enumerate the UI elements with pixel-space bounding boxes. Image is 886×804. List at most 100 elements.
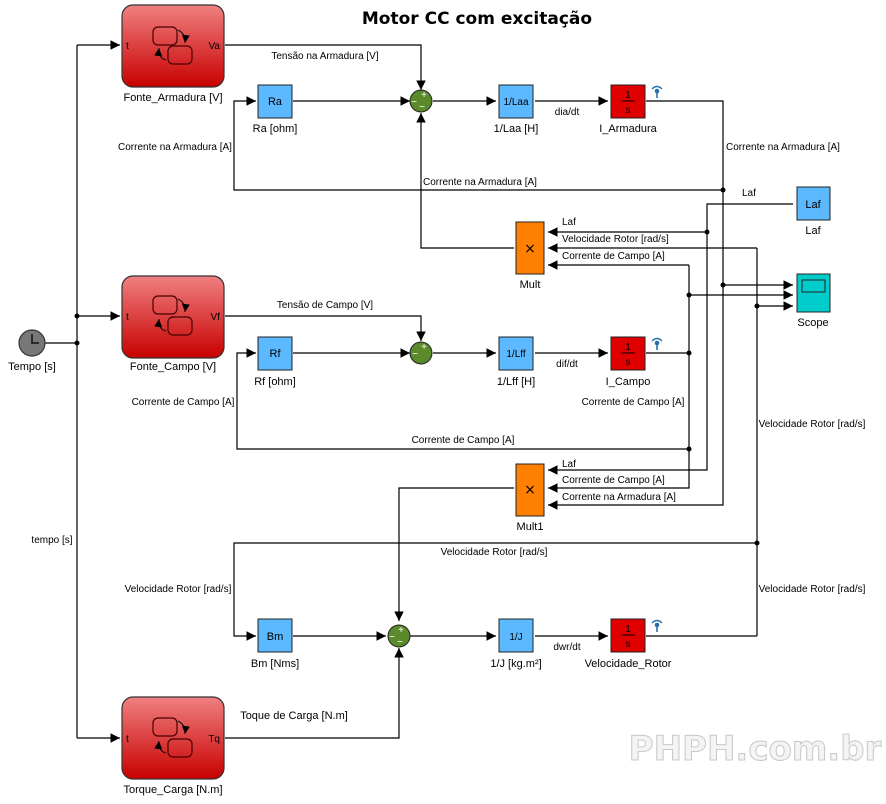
wire-ia-main[interactable] (548, 100, 724, 510)
block-name: Fonte_Armadura [V] (123, 92, 222, 104)
port-label: t (126, 312, 129, 323)
signal-label: Corrente na Armadura [A] (726, 142, 840, 153)
stateflow-icon (152, 717, 193, 758)
signal-logging-icon (651, 85, 663, 98)
multiply-icon: × (524, 482, 536, 498)
mult1-block[interactable]: × Mult1 (515, 463, 545, 533)
plus-sign: + (398, 625, 404, 636)
sum-armadura[interactable]: + − − (409, 89, 433, 113)
wire-mult1-to-sum[interactable] (394, 487, 514, 621)
wire-mult-to-sum[interactable] (416, 113, 514, 249)
signal-label: Corrente de Campo [A] (562, 475, 665, 486)
junction-dot (74, 313, 80, 319)
i-campo-integrator[interactable]: 1 s I_Campo (606, 336, 663, 388)
port-label: t (126, 734, 129, 745)
laf-constant-block[interactable]: Laf Laf (796, 186, 831, 237)
signal-labels: Tensão na Armadura [V] Corrente na Armad… (31, 51, 865, 722)
port-label: t (126, 41, 129, 52)
signal-label: Corrente de Campo [A] (562, 251, 665, 262)
sum-mecanica[interactable]: + − − (387, 624, 411, 648)
signal-label: Tensão de Campo [V] (277, 300, 373, 311)
i-armadura-integrator[interactable]: 1 s I_Armadura (599, 84, 663, 135)
plus-sign: + (421, 90, 427, 101)
scope-block[interactable]: Scope (796, 273, 831, 329)
block-text: 1/Lff (506, 349, 525, 360)
clock-block[interactable]: Tempo [s] (8, 329, 56, 373)
integrator-den: s (626, 105, 631, 116)
plus-sign: + (421, 342, 427, 353)
wire-wr-to-bm[interactable] (233, 542, 757, 641)
block-text: Laf (805, 199, 821, 211)
block-name: I_Campo (606, 376, 651, 388)
block-name: Fonte_Campo [V] (130, 361, 216, 373)
scope-screen-icon (801, 279, 826, 293)
wire-vf[interactable] (225, 315, 426, 341)
signal-label: Velocidade Rotor [rad/s] (562, 234, 669, 245)
wire-tq[interactable] (225, 648, 404, 739)
junction-dot (754, 303, 760, 309)
junction-dot (720, 282, 726, 288)
junctions (74, 187, 760, 546)
port-label: Tq (208, 734, 220, 745)
minus-sign: − (397, 637, 403, 648)
block-text: Ra (268, 96, 283, 108)
block-name: Torque_Carga [N.m] (123, 784, 222, 796)
sum-campo[interactable]: + − (409, 341, 433, 365)
block-name: Velocidade_Rotor (585, 658, 672, 670)
j-gain-block[interactable]: 1/J 1/J [kg.m²] (490, 618, 542, 670)
signal-label: Corrente de Campo [A] (132, 397, 235, 408)
wire-va[interactable] (225, 44, 426, 90)
ra-gain-block[interactable]: Ra Ra [ohm] (253, 84, 298, 135)
signal-logging-icon (651, 337, 663, 350)
block-text: Bm (267, 631, 284, 643)
wire-if-to-rf[interactable] (236, 348, 689, 450)
fonte-armadura-block[interactable]: t Va Fonte_Armadura [V] (121, 4, 225, 104)
signal-label: Toque de Carga [N.m] (240, 710, 348, 722)
signal-label: Corrente de Campo [A] (412, 435, 515, 446)
block-name: Rf [ohm] (254, 376, 296, 388)
junction-dot (720, 187, 726, 193)
torque-carga-block[interactable]: t Tq Torque_Carga [N.m] (121, 696, 225, 796)
signal-label: Velocidade Rotor [rad/s] (441, 547, 548, 558)
wire-ia-to-ra[interactable] (233, 96, 723, 191)
wire-if-main[interactable] (548, 265, 690, 493)
block-text: Rf (270, 348, 282, 360)
lff-gain-block[interactable]: 1/Lff 1/Lff [H] (497, 336, 535, 388)
integrator-num: 1 (625, 90, 631, 101)
signal-label: Velocidade Rotor [rad/s] (759, 419, 866, 430)
bm-gain-block[interactable]: Bm Bm [Nms] (251, 618, 299, 670)
clock-label: Tempo [s] (8, 361, 56, 373)
integrator-num: 1 (625, 342, 631, 353)
signal-label: dwr/dt (553, 642, 580, 653)
block-name: 1/Lff [H] (497, 376, 535, 388)
minus-sign: − (419, 102, 425, 113)
junction-dot (686, 350, 692, 356)
block-name: I_Armadura (599, 123, 657, 135)
minus-sign: − (411, 97, 417, 108)
block-name: 1/Laa [H] (494, 123, 539, 135)
wire-laf-main[interactable] (548, 203, 793, 475)
fonte-campo-block[interactable]: t Vf Fonte_Campo [V] (121, 275, 225, 373)
mult-block[interactable]: × Mult (515, 221, 545, 291)
signal-label: Laf (562, 459, 576, 470)
watermark-logo: PHPH.com.br (629, 729, 882, 769)
integrator-den: s (626, 639, 631, 650)
port-label: Vf (211, 312, 221, 323)
integrator-num: 1 (625, 624, 631, 635)
minus-sign: − (389, 632, 395, 643)
multiply-icon: × (524, 241, 536, 257)
junction-dot (754, 540, 760, 546)
port-label: Va (209, 41, 221, 52)
stateflow-icon (152, 26, 193, 65)
signal-label: dia/dt (555, 107, 580, 118)
signal-label: Velocidade Rotor [rad/s] (759, 584, 866, 595)
velocidade-rotor-integrator[interactable]: 1 s Velocidade_Rotor (585, 618, 672, 670)
junction-dot (686, 292, 692, 298)
signal-label: Corrente de Campo [A] (582, 397, 685, 408)
laa-gain-block[interactable]: 1/Laa 1/Laa [H] (494, 84, 539, 135)
rf-gain-block[interactable]: Rf Rf [ohm] (254, 336, 296, 388)
signal-label: Laf (742, 188, 756, 199)
junction-dot (704, 229, 710, 235)
block-name: Mult1 (517, 521, 544, 533)
